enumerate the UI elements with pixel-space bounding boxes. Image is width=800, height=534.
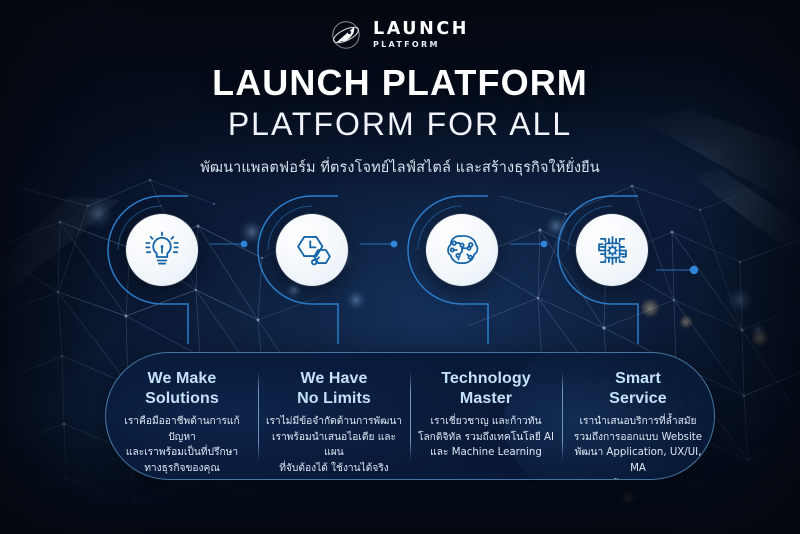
feature-heading-1-line1: We Make bbox=[147, 370, 217, 387]
lightbulb-icon bbox=[126, 214, 198, 286]
feature-column-4[interactable]: Smart Service เรานำเสนอบริการที่ล้ำสมัย … bbox=[562, 353, 714, 479]
feature-heading-3-line2: Master bbox=[459, 389, 513, 407]
feature-column-3[interactable]: Technology Master เราเชี่ยวชาญ และก้าวทั… bbox=[410, 353, 562, 479]
feature-body-2: เราไม่มีข้อจำกัดด้านการพัฒนา เราพร้อมนำเ… bbox=[265, 416, 403, 474]
hero-title: LAUNCH PLATFORM bbox=[212, 62, 588, 103]
hero-text-block: LAUNCH PLATFORM PLATFORM FOR ALL พัฒนาแพ… bbox=[0, 62, 800, 179]
ai-brain-circuit-icon bbox=[426, 214, 498, 286]
feature-heading-3-line1: Technology bbox=[441, 370, 531, 387]
arc-connector-dots bbox=[240, 240, 699, 275]
feature-icon-slot-2[interactable] bbox=[265, 203, 359, 297]
feature-heading-3: Technology Master bbox=[441, 369, 531, 408]
feature-heading-2-line2: No Limits bbox=[297, 389, 371, 407]
feature-body-4: เรานำเสนอบริการที่ล้ำสมัย รวมถึงการออกแบ… bbox=[573, 416, 703, 479]
rocket-icon bbox=[332, 21, 360, 49]
logo-name: LAUNCH bbox=[372, 18, 470, 39]
features-panel: We Make Solutions เราคือมืออาชีพด้านการแ… bbox=[105, 352, 715, 480]
feature-icon-slot-3[interactable] bbox=[415, 203, 509, 297]
feature-heading-2: We Have No Limits bbox=[297, 369, 371, 408]
feature-heading-4-line2: Service bbox=[609, 389, 667, 407]
feature-heading-4: Smart Service bbox=[609, 369, 667, 408]
feature-column-2[interactable]: We Have No Limits เราไม่มีข้อจำกัดด้านกา… bbox=[258, 353, 410, 479]
feature-column-1[interactable]: We Make Solutions เราคือมืออาชีพด้านการแ… bbox=[106, 353, 258, 479]
feature-heading-4-line1: Smart bbox=[615, 370, 661, 387]
feature-heading-1: We Make Solutions bbox=[145, 369, 219, 408]
microchip-gear-icon bbox=[576, 214, 648, 286]
feature-heading-1-line2: Solutions bbox=[145, 389, 219, 407]
hexagon-clock-icon bbox=[276, 214, 348, 286]
feature-icon-slot-1[interactable] bbox=[115, 203, 209, 297]
feature-heading-2-line1: We Have bbox=[300, 370, 368, 387]
hero-subtitle: PLATFORM FOR ALL bbox=[227, 105, 573, 142]
hero-description: พัฒนาแพลตฟอร์ม ที่ตรงโจทย์ไลฟ์สไตล์ และส… bbox=[200, 159, 600, 176]
feature-body-1: เราคือมืออาชีพด้านการแก้ปัญหา และเราพร้อ… bbox=[124, 416, 240, 474]
brand-logo: LAUNCH PLATFORM bbox=[0, 20, 800, 50]
logo-tagline: PLATFORM bbox=[372, 40, 440, 50]
feature-icon-slot-4[interactable] bbox=[565, 203, 659, 297]
feature-body-3: เราเชี่ยวชาญ และก้าวทัน โลกดิจิทัล รวมถึ… bbox=[417, 416, 555, 459]
